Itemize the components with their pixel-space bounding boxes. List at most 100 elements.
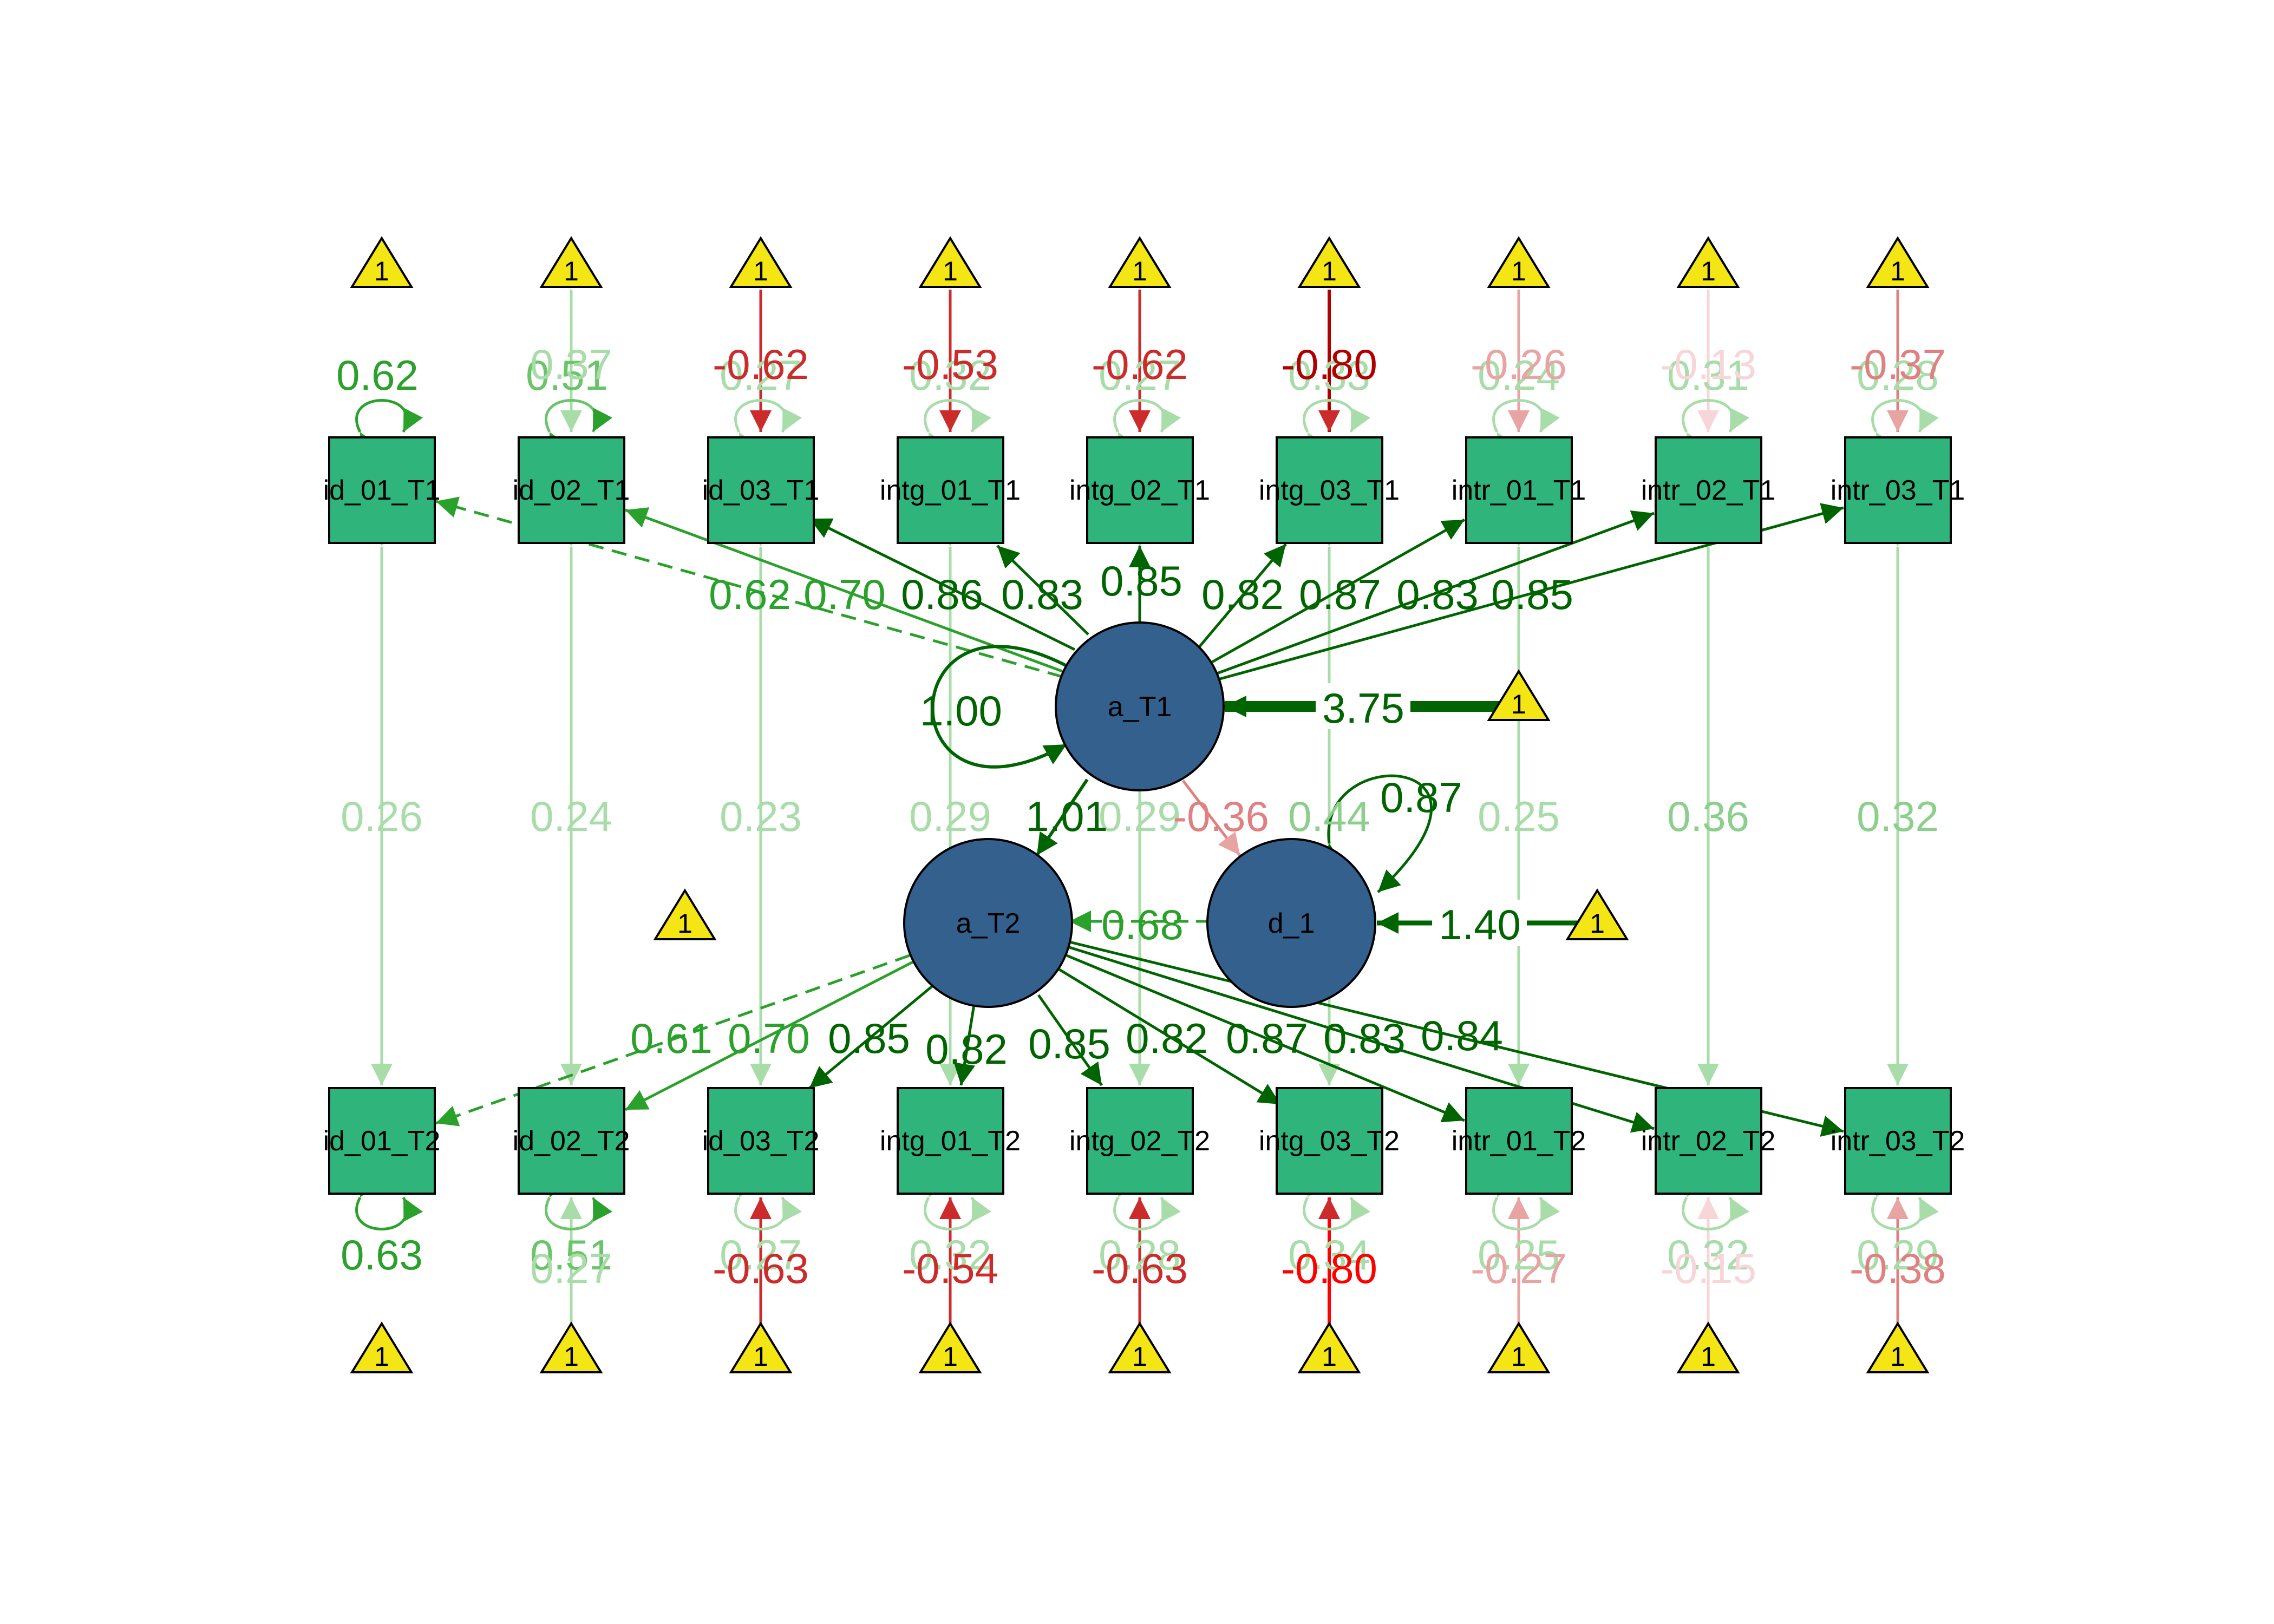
manifest-box[interactable] (1086, 1087, 1194, 1195)
edge-label: 0.32 (909, 1231, 991, 1279)
manifest-box[interactable] (707, 436, 815, 544)
svg-text:1: 1 (1890, 1341, 1905, 1372)
latent-a-t1-label: a_T1 (1108, 691, 1172, 723)
edge-label: 0.85 (1491, 571, 1573, 618)
constant-triangle-a-t2-mean: 1 (653, 888, 717, 940)
residual-loop-t2-2 (545, 1173, 613, 1230)
edge-label: -0.63 (713, 1245, 809, 1292)
manifest-box[interactable] (328, 436, 436, 544)
residual-loop-t1-6 (1303, 399, 1371, 456)
residual-loop-t1-3 (734, 399, 802, 456)
svg-text:1: 1 (1511, 689, 1526, 719)
manifest-label: id_01_T2 (323, 1125, 441, 1157)
constant-triangles-structural: 1 1 1 (653, 669, 1629, 940)
loading-t2-3 (808, 981, 938, 1089)
svg-text:1: 1 (374, 1341, 389, 1372)
edge-label: 0.82 (1201, 571, 1284, 618)
manifest-box[interactable] (1276, 436, 1383, 544)
edge-label: 0.28 (1857, 351, 1939, 399)
svg-text:1: 1 (1890, 256, 1905, 286)
edge-label: -0.27 (1471, 1245, 1567, 1292)
loading-t1-4 (996, 545, 1089, 636)
residual-loop-t1-7 (1492, 399, 1560, 456)
manifest-label: intr_03_T1 (1831, 475, 1965, 506)
manifest-label: id_01_T1 (323, 475, 441, 506)
manifest-row-t1: id_01_T1 id_02_T1 id_03_T1 intg_01_T1 in… (323, 436, 1965, 544)
residual-variance-labels-t2: 0.63 0.51 0.27 0.32 0.28 0.34 0.25 0.32 … (341, 1231, 1939, 1279)
latent-a-t1[interactable] (1055, 621, 1225, 791)
loading-t2-1 (435, 954, 910, 1127)
edge-label: -0.37 (1850, 340, 1946, 388)
manifest-box[interactable] (707, 1087, 815, 1195)
constant-triangle-d1-mean: 1 (1565, 888, 1629, 940)
svg-text:1: 1 (1322, 1341, 1337, 1372)
residual-loop-t1-2 (545, 399, 613, 456)
manifest-box[interactable] (1086, 436, 1194, 544)
edge-label: 1.40 (1439, 901, 1521, 948)
edge-label: 0.82 (925, 1025, 1008, 1073)
manifest-box[interactable] (1465, 436, 1573, 544)
structural-labels: 1.00 3.75 1.01 -0.36 0.68 0.87 1.40 (920, 683, 1527, 948)
loadings-t1 (435, 496, 1844, 681)
path-a-t1-to-a-t2 (1035, 778, 1089, 856)
edge-label: 0.37 (530, 340, 612, 388)
residual-loop-t2-8 (1682, 1173, 1750, 1230)
manifest-box[interactable] (328, 1087, 436, 1195)
manifest-box[interactable] (1465, 1087, 1573, 1195)
edge-label: -0.38 (1850, 1245, 1946, 1292)
constant-triangle: 1 (729, 1321, 793, 1373)
edge-label: 0.27 (1099, 351, 1181, 399)
residual-covariance-labels: 0.26 0.24 0.23 0.29 0.29 0.44 0.25 0.36 … (341, 793, 1939, 840)
svg-text:1: 1 (943, 256, 958, 286)
manifest-label: intr_03_T2 (1831, 1125, 1965, 1157)
svg-text:1: 1 (1701, 256, 1716, 286)
edge-label: 0.26 (341, 793, 423, 840)
latent-d1[interactable] (1206, 838, 1376, 1008)
intercept-labels-t1: 0.37 -0.62 -0.53 -0.62 -0.80 -0.26 -0.13… (530, 340, 1946, 388)
manifest-box[interactable] (1655, 436, 1762, 544)
loading-labels-t1: 0.62 0.70 0.86 0.83 0.85 0.82 0.87 0.83 … (709, 557, 1573, 618)
edge-label: -0.26 (1471, 340, 1567, 388)
manifest-box[interactable] (1276, 1087, 1383, 1195)
residual-loop-t2-9 (1871, 1173, 1939, 1230)
edge-label: 0.44 (1288, 793, 1370, 840)
constant-triangle: 1 (918, 1321, 982, 1373)
path-a-t1-to-d1 (1182, 780, 1241, 856)
loading-t2-2 (624, 959, 916, 1111)
residual-loop-t1-5 (1113, 399, 1181, 456)
manifest-box[interactable] (897, 436, 1004, 544)
edge-label: 0.70 (728, 1014, 810, 1062)
constant-triangle: 1 (350, 236, 414, 288)
edge-label: -0.62 (713, 340, 809, 388)
constant-triangle: 1 (1676, 1321, 1740, 1373)
edge-label: -0.53 (902, 340, 998, 388)
manifest-box[interactable] (1655, 1087, 1762, 1195)
edge-label: -0.62 (1092, 340, 1188, 388)
manifest-label: intr_01_T1 (1452, 475, 1586, 506)
loading-labels-t2: 0.61 0.70 0.85 0.82 0.85 0.82 0.87 0.83 … (630, 1012, 1503, 1073)
edge-label: 0.27 (720, 1231, 802, 1279)
edge-label: 0.32 (1667, 1231, 1749, 1279)
manifest-box[interactable] (518, 1087, 625, 1195)
constant-triangle: 1 (729, 236, 793, 288)
svg-text:1: 1 (1132, 256, 1147, 286)
edge-label: -0.15 (1660, 1245, 1756, 1292)
variance-loop-d1 (1321, 774, 1433, 893)
loading-t2-6 (1057, 967, 1282, 1106)
manifest-box[interactable] (1844, 436, 1952, 544)
manifest-box[interactable] (897, 1087, 1004, 1195)
svg-text:1: 1 (564, 256, 579, 286)
manifest-label: id_02_T1 (513, 475, 630, 506)
manifest-box[interactable] (1844, 1087, 1952, 1195)
latent-a-t2[interactable] (903, 838, 1073, 1008)
loading-t2-7 (1066, 954, 1465, 1123)
manifest-box[interactable] (518, 436, 625, 544)
edge-label: 0.87 (1299, 571, 1381, 618)
residual-loop-t2-3 (734, 1173, 802, 1230)
svg-text:1: 1 (1511, 256, 1526, 286)
edge-label: -0.63 (1092, 1245, 1188, 1292)
latent-nodes: a_T1 a_T2 d_1 (903, 621, 1376, 1008)
manifest-label: intg_03_T2 (1259, 1125, 1400, 1157)
edge-label: 0.51 (530, 1231, 612, 1279)
svg-text:1: 1 (753, 256, 768, 286)
